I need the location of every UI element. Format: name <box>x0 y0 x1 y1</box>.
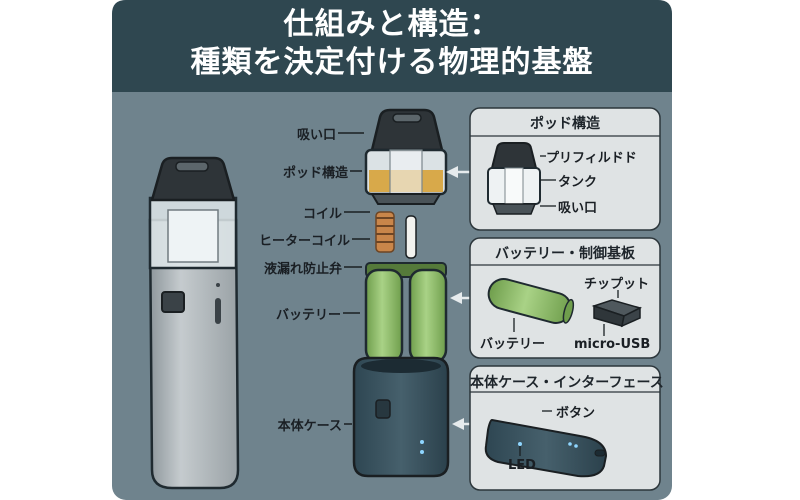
title-line-1: 仕組みと構造： <box>283 7 501 42</box>
battery-label-usb: micro-USB <box>574 337 651 352</box>
body-label-led: LED <box>508 458 536 473</box>
battery-panel-illustration <box>487 277 643 328</box>
center-leader-lines <box>338 132 370 425</box>
exploded-battery <box>364 262 448 364</box>
pod-panel-illustration <box>487 142 541 215</box>
label-pod: ポッド構造 <box>282 166 348 181</box>
pod-label-mouthpiece: 吸い口 <box>558 201 598 216</box>
pod-panel-title: ポッド構造 <box>530 116 600 132</box>
label-battery: バッテリー <box>275 308 341 323</box>
exploded-mouthpiece <box>370 108 444 152</box>
title-line-2: 種類を決定付ける物理的基盤 <box>190 45 594 80</box>
battery-panel-leaders <box>513 290 619 336</box>
label-coil: コイル <box>302 207 342 222</box>
body-label-button: ボタン <box>556 406 596 421</box>
pod-label-prefilled: プリフィルドド <box>546 151 637 166</box>
label-body-case: 本体ケース <box>277 419 342 434</box>
label-mouthpiece: 吸い口 <box>296 128 336 143</box>
label-leak-valve: 液漏れ防止弁 <box>263 262 342 277</box>
exploded-pod <box>364 148 448 205</box>
exploded-body-case <box>352 356 450 478</box>
page-title: 仕組みと構造： 種類を決定付ける物理的基盤 <box>112 6 672 82</box>
body-panel-illustration <box>484 418 608 478</box>
title-banner <box>112 0 672 92</box>
pod-label-tank: タンク <box>558 175 598 190</box>
pointer-arrows <box>446 166 470 430</box>
body-panel-title: 本体ケース・インターフェース <box>470 375 664 391</box>
battery-label-battery: バッテリー <box>480 337 546 352</box>
exploded-coil <box>375 211 417 259</box>
pod-panel-leaders <box>540 155 556 207</box>
label-heater-coil: ヒーターコイル <box>258 234 350 249</box>
body-panel-leaders <box>519 410 552 456</box>
battery-label-chipset: チップット <box>584 277 650 292</box>
assembled-device <box>148 156 240 490</box>
battery-panel-title: バッテリー・制御基板 <box>495 246 635 262</box>
